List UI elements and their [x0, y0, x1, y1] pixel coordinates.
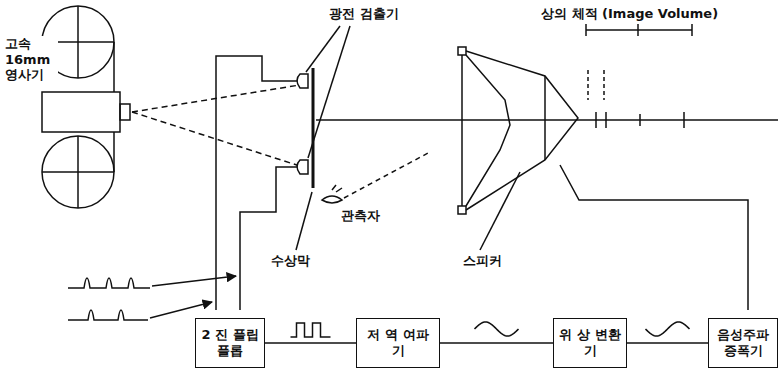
signal-wire [265, 342, 356, 344]
part-label: 고속 16mm 영사기 [4, 36, 58, 83]
observer-eye [322, 196, 342, 203]
speaker [458, 47, 578, 214]
waveform-symbol [291, 323, 331, 337]
receiving-screen [312, 68, 315, 188]
waveform-symbol [646, 322, 690, 336]
part-label: 수상막 [270, 253, 311, 269]
process-box: 저 역 여파기 [356, 318, 440, 368]
waveform-symbol [475, 322, 519, 336]
process-box: 2 진 플립플롭 [195, 318, 265, 368]
film-reel [42, 136, 114, 208]
signal-wire [627, 342, 708, 344]
part-label: 광전 검출기 [328, 6, 400, 22]
box-label: 위 상 변환기 [559, 327, 621, 360]
part-label: 관측자 [340, 208, 381, 224]
box-label: 음성주파 증폭기 [714, 327, 772, 360]
photo-detector [297, 74, 308, 88]
process-box: 음성주파 증폭기 [708, 318, 778, 368]
process-box: 위 상 변환기 [553, 318, 627, 368]
box-label: 저 역 여파기 [362, 327, 434, 360]
part-label: 스피커 [462, 253, 503, 269]
projector-lens [120, 104, 130, 120]
optical-axis [316, 119, 778, 121]
photo-detector [297, 160, 308, 174]
box-label: 2 진 플립플롭 [201, 327, 259, 360]
projector-body [42, 92, 120, 132]
part-label: 상의 체적 (Image Volume) [540, 6, 719, 22]
signal-wire [440, 342, 553, 344]
